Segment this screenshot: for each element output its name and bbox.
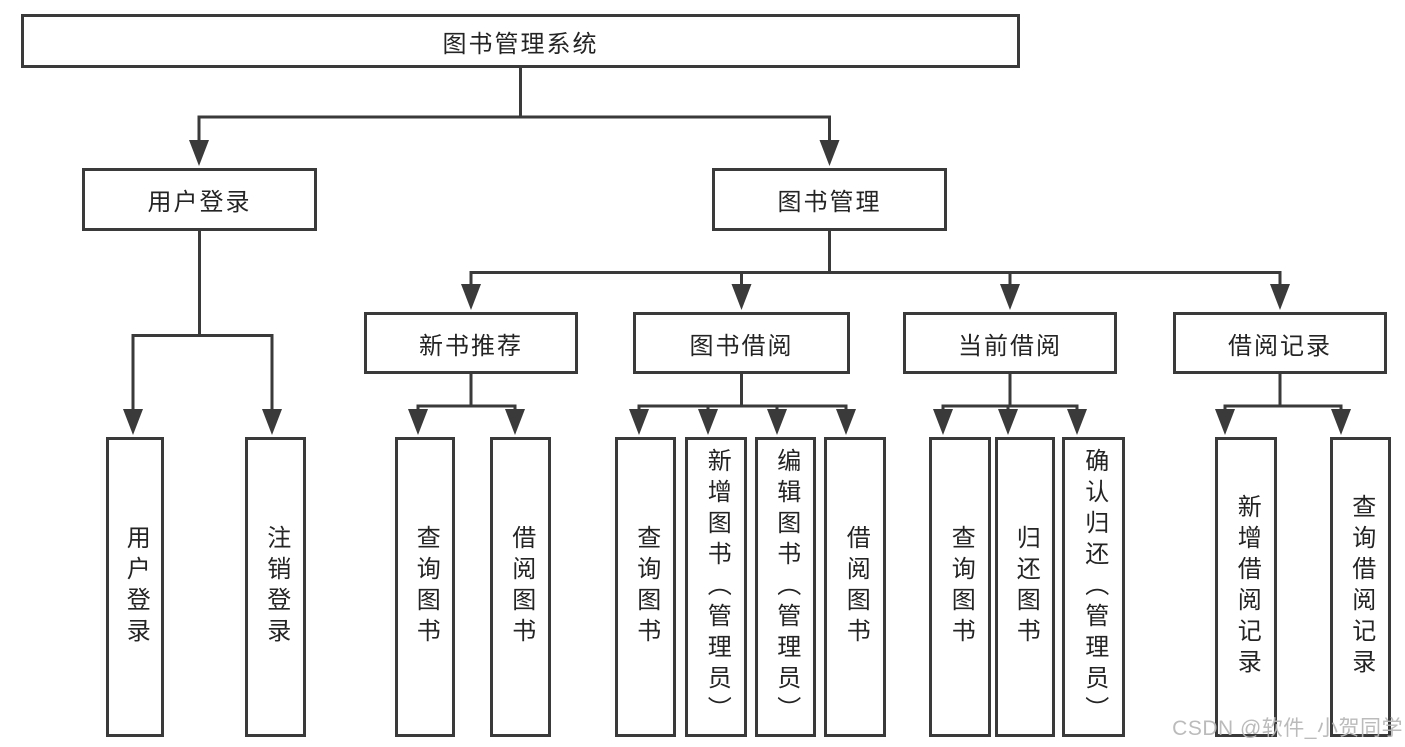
arrowhead xyxy=(1331,409,1351,435)
node-new-book-recommend: 新书推荐 xyxy=(364,312,578,374)
arrowhead xyxy=(767,409,787,435)
arrowhead xyxy=(1215,409,1235,435)
node-label-add-borrow-record: 新增借阅记录 xyxy=(1233,494,1261,680)
node-current-borrow: 当前借阅 xyxy=(903,312,1117,374)
node-borrow-books-1: 借阅图书 xyxy=(490,437,551,737)
node-book-borrow: 图书借阅 xyxy=(633,312,850,374)
arrowhead xyxy=(629,409,649,435)
node-query-books-2: 查询图书 xyxy=(615,437,676,737)
node-label-current-borrow: 当前借阅 xyxy=(958,332,1062,360)
node-label-user-login: 用户登录 xyxy=(147,189,252,216)
arrowhead xyxy=(933,409,953,435)
arrowhead xyxy=(836,409,856,435)
node-edit-books-admin: 编辑图书（管理员） xyxy=(755,437,816,737)
node-label-borrow-books-2: 借阅图书 xyxy=(842,525,870,649)
arrowhead xyxy=(698,409,718,435)
node-add-books-admin: 新增图书（管理员） xyxy=(685,437,747,737)
node-label-query-borrow-record: 查询借阅记录 xyxy=(1347,494,1375,680)
node-label-add-books-admin: 新增图书（管理员） xyxy=(703,447,731,727)
node-label-root: 图书管理系统 xyxy=(442,30,599,58)
node-logout-leaf: 注销登录 xyxy=(245,437,306,737)
node-user-login-leaf: 用户登录 xyxy=(106,437,164,737)
arrowhead xyxy=(408,409,428,435)
node-label-query-books-1: 查询图书 xyxy=(412,525,440,649)
arrowhead xyxy=(189,140,209,166)
node-label-borrow-books-1: 借阅图书 xyxy=(507,525,535,649)
arrowhead xyxy=(819,140,840,166)
node-label-book-borrow: 图书借阅 xyxy=(689,332,794,360)
arrowhead xyxy=(1067,409,1087,435)
node-root: 图书管理系统 xyxy=(21,14,1020,68)
node-query-books-1: 查询图书 xyxy=(395,437,455,737)
arrowhead xyxy=(1270,284,1290,310)
node-label-confirm-return-admin: 确认归还（管理员） xyxy=(1080,447,1108,727)
node-label-user-login-leaf: 用户登录 xyxy=(122,525,150,649)
arrowhead xyxy=(1000,284,1020,310)
watermark: CSDN @软件_小贺同学 xyxy=(1172,717,1403,740)
node-return-books: 归还图书 xyxy=(995,437,1055,737)
node-label-edit-books-admin: 编辑图书（管理员） xyxy=(772,447,800,727)
arrowhead xyxy=(461,284,481,310)
arrowhead xyxy=(262,409,282,435)
node-label-logout-leaf: 注销登录 xyxy=(262,525,290,649)
node-label-return-books: 归还图书 xyxy=(1012,525,1040,649)
node-query-books-3: 查询图书 xyxy=(929,437,991,737)
node-label-query-books-3: 查询图书 xyxy=(947,525,975,649)
node-label-new-book-recommend: 新书推荐 xyxy=(419,332,523,360)
node-query-borrow-record: 查询借阅记录 xyxy=(1330,437,1391,737)
node-label-book-management: 图书管理 xyxy=(777,189,882,216)
arrowhead xyxy=(731,284,752,310)
node-add-borrow-record: 新增借阅记录 xyxy=(1215,437,1277,737)
node-user-login: 用户登录 xyxy=(82,168,317,231)
node-borrow-records: 借阅记录 xyxy=(1173,312,1387,374)
node-label-query-books-2: 查询图书 xyxy=(632,525,660,649)
arrowhead xyxy=(998,409,1018,435)
arrowhead xyxy=(123,409,143,435)
node-confirm-return-admin: 确认归还（管理员） xyxy=(1062,437,1125,737)
node-borrow-books-2: 借阅图书 xyxy=(824,437,886,737)
node-book-management: 图书管理 xyxy=(712,168,947,231)
arrowhead xyxy=(505,409,525,435)
node-label-borrow-records: 借阅记录 xyxy=(1228,332,1332,360)
